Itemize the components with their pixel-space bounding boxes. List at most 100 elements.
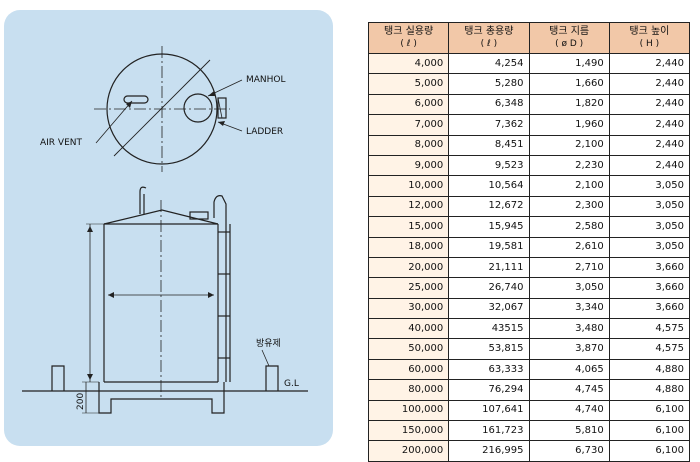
- cell-diameter: 2,100: [528, 175, 610, 197]
- cell-total-capacity: 8,451: [448, 134, 530, 156]
- cell-actual-capacity: 9,000: [367, 154, 450, 177]
- header-unit: ( H ): [639, 38, 660, 49]
- cell-diameter: 2,610: [528, 236, 610, 258]
- dike-wall-left: [51, 365, 65, 391]
- cell-actual-capacity: 30,000: [367, 297, 450, 320]
- cell-actual-capacity: 100,000: [367, 399, 450, 422]
- cell-total-capacity: 216,995: [448, 440, 530, 462]
- cell-height: 3,660: [608, 256, 691, 279]
- cell-diameter: 3,050: [528, 277, 610, 299]
- cell-diameter: 3,340: [528, 297, 610, 320]
- tank-diagram-panel: MANHOL LADDER AIR VENT: [4, 10, 333, 446]
- cell-actual-capacity: 50,000: [367, 338, 450, 360]
- cell-total-capacity: 7,362: [448, 114, 530, 136]
- cell-height: 6,100: [608, 399, 691, 422]
- cell-actual-capacity: 15,000: [367, 216, 450, 238]
- cell-height: 2,440: [608, 73, 691, 95]
- cell-actual-capacity: 12,000: [367, 195, 450, 218]
- cell-total-capacity: 4,254: [448, 52, 530, 75]
- cell-total-capacity: 19,581: [448, 236, 530, 258]
- manhole-label: MANHOL: [246, 75, 286, 85]
- header-title: 탱크 높이: [629, 26, 670, 38]
- cell-actual-capacity: 150,000: [367, 420, 450, 442]
- tank-top-view: [94, 46, 243, 172]
- cell-diameter: 4,740: [528, 399, 610, 422]
- cell-total-capacity: 5,280: [448, 73, 530, 95]
- cell-height: 4,575: [608, 318, 691, 340]
- cell-total-capacity: 15,945: [448, 216, 530, 238]
- header-height: 탱크 높이 ( H ): [608, 22, 691, 54]
- cell-total-capacity: 6,348: [448, 93, 530, 116]
- cell-total-capacity: 161,723: [448, 420, 530, 442]
- cell-height: 3,050: [608, 195, 691, 218]
- header-title: 탱크 지름: [549, 26, 590, 38]
- ground-level-label: G.L: [284, 379, 299, 389]
- cell-actual-capacity: 8,000: [367, 134, 450, 156]
- cell-height: 4,880: [608, 379, 691, 401]
- tank-side-view: [22, 186, 308, 414]
- header-total-capacity: 탱크 총용량 ( ℓ ): [448, 22, 530, 54]
- header-unit: ( ℓ ): [400, 38, 417, 49]
- cell-total-capacity: 63,333: [448, 358, 530, 381]
- cell-height: 4,575: [608, 338, 691, 360]
- cell-actual-capacity: 25,000: [367, 277, 450, 299]
- air-vent-label: AIR VENT: [40, 138, 83, 148]
- cell-diameter: 3,480: [528, 318, 610, 340]
- cell-diameter: 1,820: [528, 93, 610, 116]
- cell-height: 3,660: [608, 297, 691, 320]
- cell-diameter: 1,660: [528, 73, 610, 95]
- cell-diameter: 5,810: [528, 420, 610, 442]
- cell-diameter: 3,870: [528, 338, 610, 360]
- header-unit: ( ø D ): [555, 38, 584, 49]
- cell-actual-capacity: 4,000: [367, 52, 450, 75]
- ladder-side: [213, 195, 227, 382]
- cell-diameter: 2,710: [528, 256, 610, 279]
- dike-label: 방유제: [256, 338, 281, 349]
- ladder-label: LADDER: [246, 127, 283, 137]
- cell-height: 4,880: [608, 358, 691, 381]
- cell-actual-capacity: 40,000: [367, 318, 450, 340]
- dike-wall-right: [265, 365, 279, 391]
- ladder-top: [217, 97, 227, 119]
- header-actual-capacity: 탱크 실용량 ( ℓ ): [367, 22, 450, 54]
- cell-height: 3,660: [608, 277, 691, 299]
- cell-total-capacity: 21,111: [448, 256, 530, 279]
- header-title: 탱크 총용량: [464, 26, 514, 38]
- table-header-row: 탱크 실용량 ( ℓ ) 탱크 총용량 ( ℓ ) 탱크 지름 ( ø D ) …: [367, 22, 691, 54]
- manhole-top: [183, 93, 213, 123]
- air-vent-pipe-side: [139, 186, 147, 214]
- manhole-side: [189, 211, 209, 220]
- base-height-label: 200: [76, 393, 86, 410]
- cell-diameter: 1,960: [528, 114, 610, 136]
- cell-actual-capacity: 18,000: [367, 236, 450, 258]
- cell-diameter: 4,745: [528, 379, 610, 401]
- header-diameter: 탱크 지름 ( ø D ): [528, 22, 610, 54]
- cell-total-capacity: 12,672: [448, 195, 530, 218]
- tank-base: [98, 382, 225, 414]
- cell-actual-capacity: 200,000: [367, 440, 450, 462]
- cell-height: 3,050: [608, 175, 691, 197]
- cell-height: 6,100: [608, 420, 691, 442]
- cell-total-capacity: 10,564: [448, 175, 530, 197]
- cell-total-capacity: 43515: [448, 318, 530, 340]
- cell-diameter: 2,300: [528, 195, 610, 218]
- cell-total-capacity: 76,294: [448, 379, 530, 401]
- cell-total-capacity: 32,067: [448, 297, 530, 320]
- cell-actual-capacity: 5,000: [367, 73, 450, 95]
- cell-total-capacity: 107,641: [448, 399, 530, 422]
